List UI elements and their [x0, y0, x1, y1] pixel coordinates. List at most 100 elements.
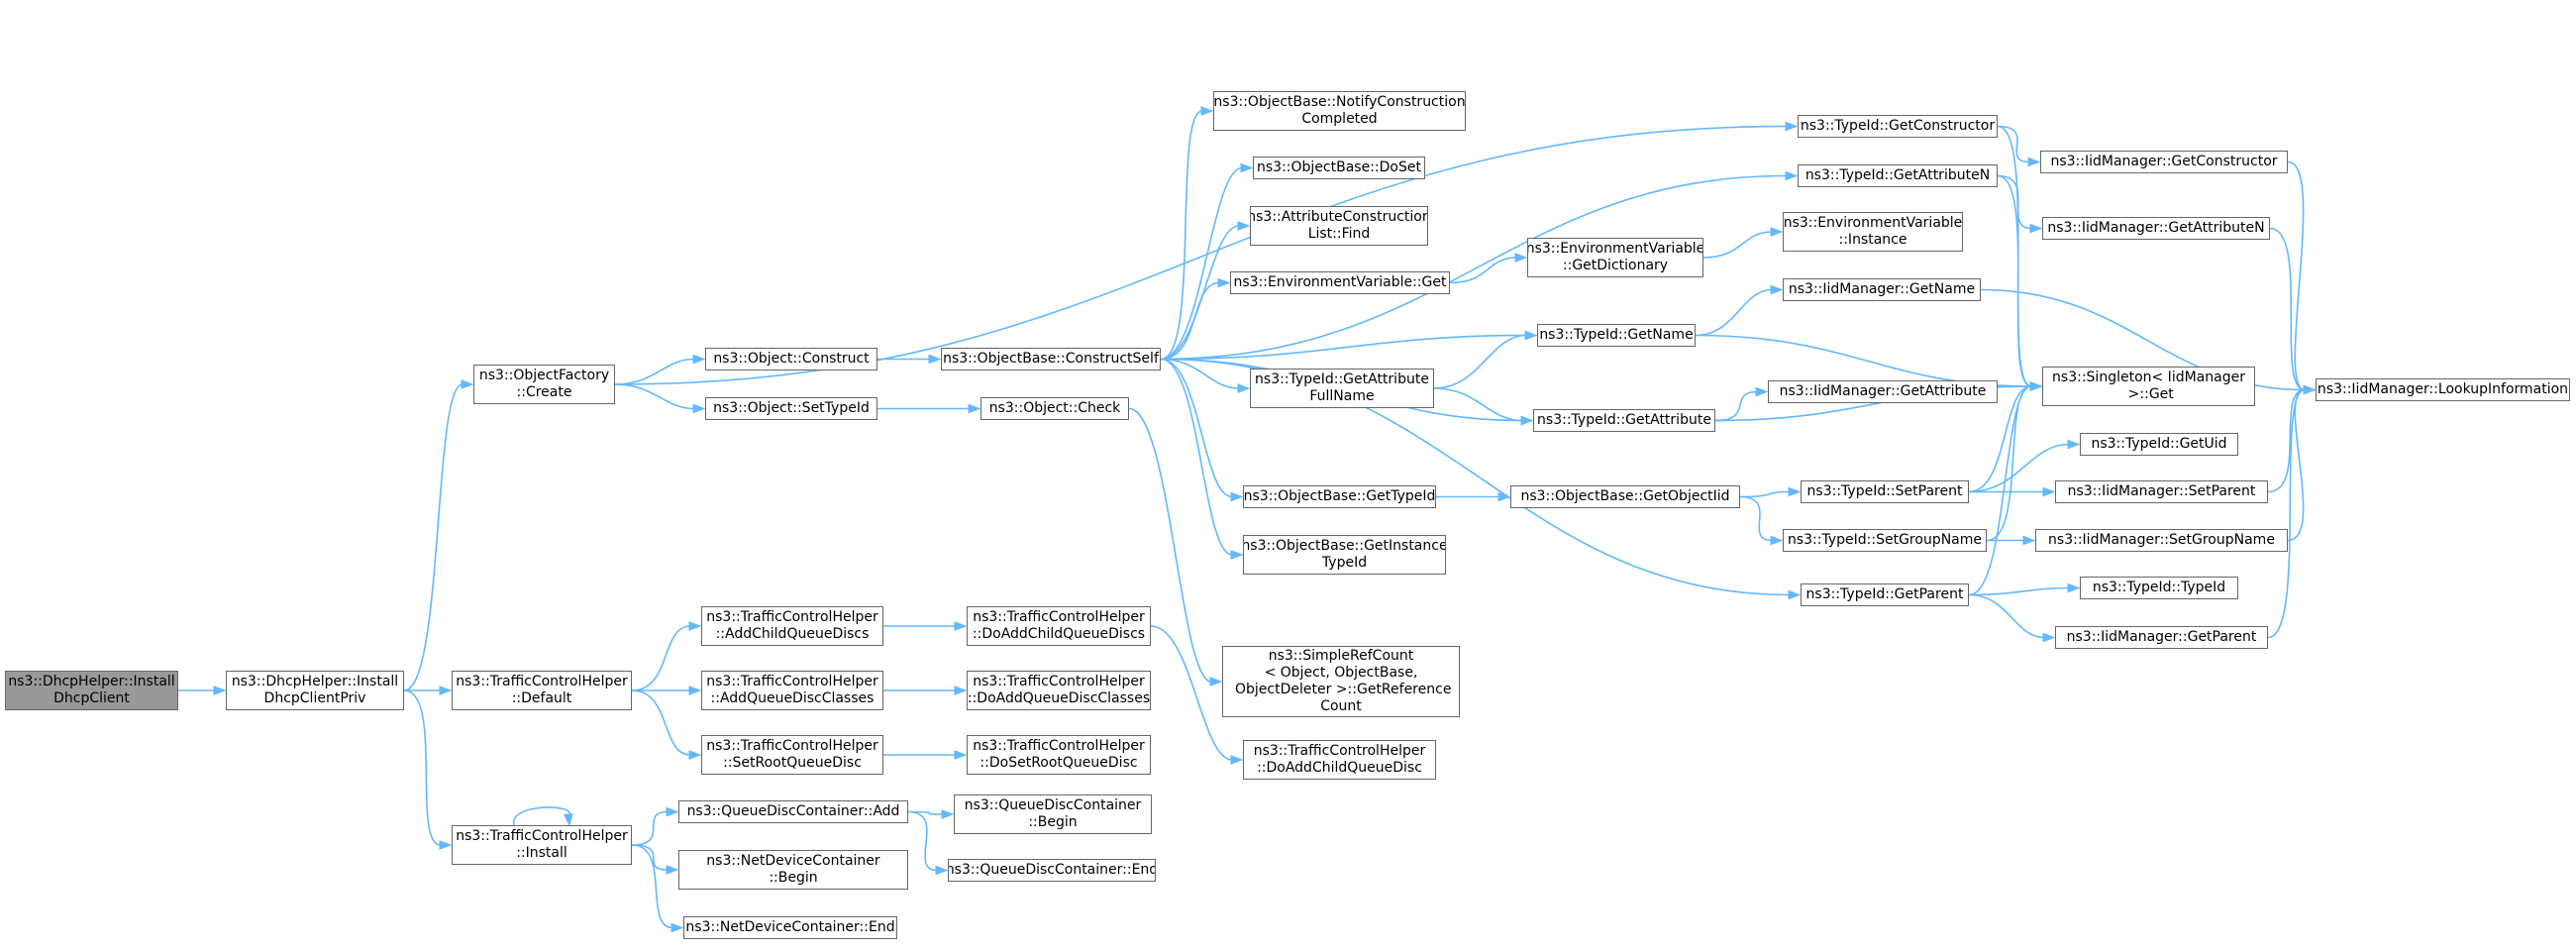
call-edge [876, 354, 942, 365]
function-node[interactable]: ns3::SimpleRefCount < Object, ObjectBase… [1222, 646, 1460, 717]
call-edge [877, 403, 981, 414]
call-edge [1714, 386, 1769, 422]
function-node[interactable]: ns3::TypeId::GetParent [1801, 583, 1969, 606]
call-edge [631, 806, 679, 846]
call-edge [1449, 253, 1528, 284]
function-node[interactable]: ns3::IidManager::SetParent [2055, 480, 2268, 503]
function-node[interactable]: ns3::IidManager::SetGroupName [2035, 529, 2288, 552]
call-edge [631, 844, 684, 933]
function-node[interactable]: ns3::ObjectBase::GetInstance TypeId [1243, 535, 1446, 575]
function-node[interactable]: ns3::TypeId::GetAttributeN [1798, 164, 1998, 187]
call-edge [1160, 277, 1231, 361]
call-edge [2267, 384, 2317, 639]
call-edge [403, 686, 453, 695]
function-node[interactable]: ns3::Object::Construct [705, 348, 877, 370]
call-edge [403, 689, 453, 850]
call-edge [1128, 407, 1223, 687]
call-edge [1160, 358, 1251, 393]
function-node[interactable]: ns3::TrafficControlHelper ::Install [452, 825, 632, 865]
function-node[interactable]: ns3::TypeId::GetConstructor [1798, 115, 1998, 138]
call-edge [2269, 227, 2317, 395]
function-node[interactable]: ns3::ObjectBase::ConstructSelf [941, 348, 1161, 370]
call-edge [1436, 491, 1511, 502]
call-edge [403, 379, 474, 691]
function-node[interactable]: ns3::ObjectBase::DoSet [1253, 157, 1425, 179]
call-edge [1968, 486, 2056, 497]
call-edge [882, 621, 968, 631]
call-edge [614, 354, 706, 385]
function-node[interactable]: ns3::ObjectBase::GetObjectIid [1510, 485, 1740, 508]
call-edge [1433, 330, 1538, 389]
call-edge [1968, 593, 2056, 643]
call-edge [1160, 358, 1244, 560]
call-edge [1739, 495, 1784, 546]
call-edge [1986, 535, 2036, 546]
call-edge [907, 809, 955, 819]
call-edge [882, 686, 968, 695]
function-node[interactable]: ns3::TrafficControlHelper ::DoSetRootQue… [967, 735, 1151, 775]
call-edge [631, 686, 702, 695]
call-edge [1968, 439, 2081, 493]
function-node[interactable]: ns3::Singleton< IidManager >::Get [2042, 367, 2255, 406]
function-node[interactable]: ns3::DhcpHelper::Install DhcpClientPriv [226, 671, 404, 710]
call-edge [177, 686, 227, 695]
call-edge [883, 750, 968, 760]
function-node[interactable]: ns3::TypeId::GetUid [2080, 433, 2238, 456]
function-node[interactable]: ns3::TrafficControlHelper ::Default [452, 671, 632, 710]
function-node[interactable]: ns3::TypeId::GetName [1537, 324, 1696, 347]
function-node[interactable]: ns3::TrafficControlHelper ::DoAddQueueDi… [967, 671, 1151, 710]
call-edge [614, 383, 706, 414]
function-node[interactable]: ns3::Object::Check [980, 397, 1129, 420]
function-node[interactable]: ns3::ObjectBase::NotifyConstruction Comp… [1213, 91, 1466, 131]
function-node[interactable]: ns3::IidManager::GetConstructor [2040, 151, 2288, 173]
function-node[interactable]: ns3::TrafficControlHelper ::DoAddChildQu… [1243, 740, 1436, 780]
function-node[interactable]: ns3::TypeId::GetAttribute FullName [1250, 369, 1434, 408]
function-node[interactable]: ns3::IidManager::LookupInformation [2316, 378, 2570, 401]
function-node[interactable]: ns3::EnvironmentVariable ::Instance [1783, 212, 1963, 252]
call-edge [1160, 162, 1254, 361]
function-node[interactable]: ns3::EnvironmentVariable ::GetDictionary [1527, 238, 1703, 277]
function-node[interactable]: ns3::QueueDiscContainer::Add [678, 800, 908, 823]
function-node[interactable]: ns3::IidManager::GetAttributeN [2042, 217, 2270, 240]
function-node[interactable]: ns3::TypeId::TypeId [2080, 577, 2238, 599]
function-node[interactable]: ns3::NetDeviceContainer::End [683, 916, 897, 939]
function-node[interactable]: ns3::TypeId::GetAttribute [1533, 409, 1715, 432]
call-edge [1968, 381, 2043, 596]
call-edge [1150, 625, 1244, 765]
call-edge [631, 621, 702, 691]
call-edge [1968, 582, 2081, 596]
root-function-node: ns3::DhcpHelper::Install DhcpClient [5, 671, 178, 710]
call-edge [1997, 125, 2041, 167]
function-node[interactable]: ns3::IidManager::GetAttribute [1768, 380, 1998, 403]
call-edge [1702, 227, 1784, 259]
call-edge [1695, 284, 1784, 337]
function-node[interactable]: ns3::NetDeviceContainer ::Begin [678, 850, 908, 890]
function-node[interactable]: ns3::TrafficControlHelper ::AddQueueDisc… [701, 671, 883, 710]
function-node[interactable]: ns3::QueueDiscContainer ::Begin [954, 794, 1152, 834]
function-node[interactable]: ns3::QueueDiscContainer::End [948, 859, 1156, 882]
function-node[interactable]: ns3::Object::SetTypeId [705, 397, 877, 420]
call-edge [513, 806, 573, 827]
function-node[interactable]: ns3::ObjectFactory ::Create [473, 365, 615, 404]
function-node[interactable]: ns3::IidManager::GetName [1783, 278, 1981, 301]
call-edge [1160, 106, 1214, 361]
call-edge [1160, 358, 1244, 502]
call-edge [907, 810, 949, 876]
call-edge [1160, 170, 1799, 361]
call-edge [1739, 486, 1802, 498]
call-edge [631, 689, 702, 760]
call-edge [1160, 330, 1538, 361]
function-node[interactable]: ns3::ObjectBase::GetTypeId [1243, 485, 1436, 508]
call-edge [1433, 387, 1534, 426]
function-node[interactable]: ns3::TypeId::SetGroupName [1783, 529, 1987, 552]
function-node[interactable]: ns3::TrafficControlHelper ::SetRootQueue… [701, 735, 883, 775]
function-node[interactable]: ns3::TypeId::SetParent [1801, 480, 1969, 503]
function-node[interactable]: ns3::TrafficControlHelper ::DoAddChildQu… [967, 606, 1151, 646]
function-node[interactable]: ns3::TrafficControlHelper ::AddChildQueu… [701, 606, 883, 646]
function-node[interactable]: ns3::IidManager::GetParent [2055, 626, 2268, 649]
function-node[interactable]: ns3::AttributeConstruction List::Find [1250, 206, 1428, 246]
call-edge [631, 844, 679, 875]
function-node[interactable]: ns3::EnvironmentVariable::Get [1230, 271, 1450, 294]
